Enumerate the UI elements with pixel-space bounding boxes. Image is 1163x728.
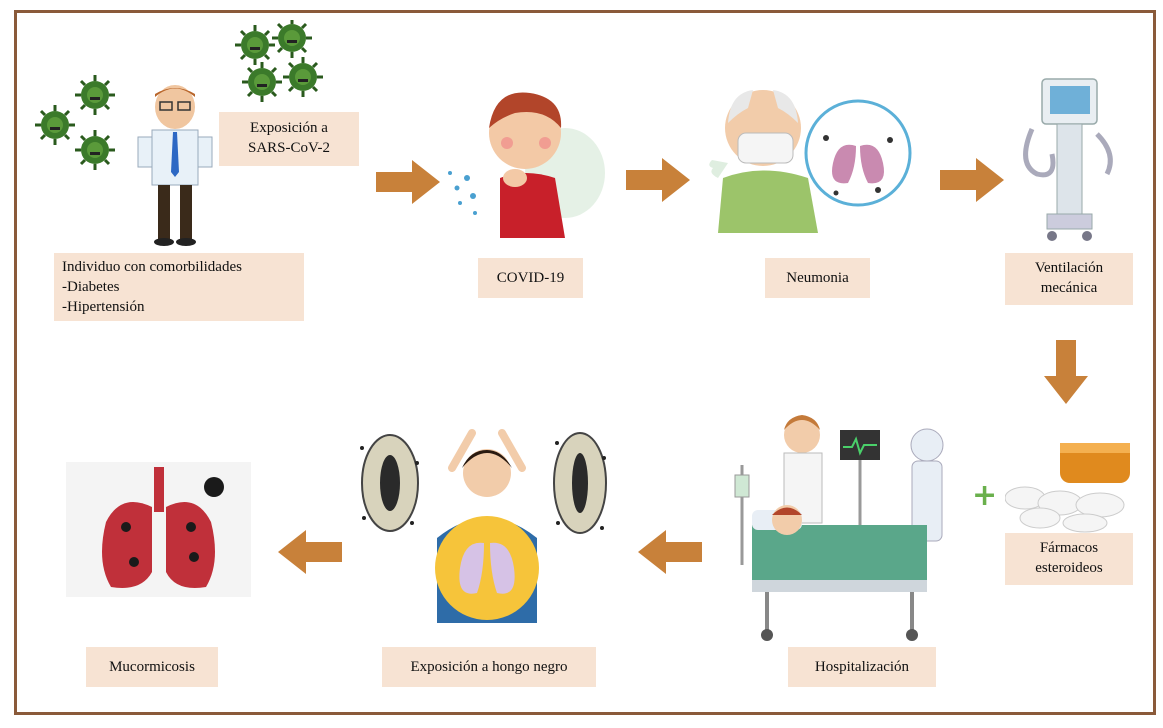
exposure-label-line-1: Exposición a (250, 120, 328, 136)
pneumonia-patient-illustration (709, 90, 912, 233)
diagram-frame (14, 10, 1156, 715)
individual-label-line-2: -Diabetes (62, 279, 120, 295)
hospital-bed-illustration (734, 415, 944, 641)
man-illustration (137, 85, 213, 246)
ventilation-label: Ventilación mecánica (1005, 253, 1133, 305)
mucormycosis-label: Mucormicosis (86, 647, 218, 687)
covid-label: COVID-19 (478, 258, 583, 298)
arrow-down (1044, 340, 1088, 404)
steroids-label: Fármacos esteroideos (1005, 533, 1133, 585)
ventilation-label-line-1: Ventilación (1034, 260, 1104, 276)
exposure-label: Exposición a SARS-CoV-2 (219, 112, 359, 166)
hospitalization-label: Hospitalización (788, 647, 936, 687)
black-fungus-exposure-illustration (360, 429, 607, 623)
black-fungus-label-text: Exposición a hongo negro (410, 659, 568, 675)
arrow-right-3 (940, 158, 1004, 202)
ventilator-illustration (1023, 78, 1113, 241)
steroids-label-line-1: Fármacos (1039, 540, 1099, 556)
pneumonia-label-text: Neumonia (786, 270, 849, 286)
covid-label-text: COVID-19 (496, 270, 565, 286)
exposure-label-line-2: SARS-CoV-2 (248, 140, 330, 156)
arrow-right-1 (376, 160, 440, 204)
arrow-left-2 (278, 530, 342, 574)
hospitalization-label-text: Hospitalización (814, 659, 910, 675)
individual-label: Individuo con comorbilidades -Diabetes -… (54, 253, 304, 321)
plus-symbol: + (972, 478, 998, 513)
steroid-pills-illustration (1005, 443, 1130, 533)
individual-label-line-3: -Hipertensión (62, 299, 145, 315)
black-fungus-label: Exposición a hongo negro (382, 647, 596, 687)
arrow-right-2 (626, 158, 690, 202)
steroids-label-line-2: esteroideos (1035, 560, 1103, 576)
ventilation-label-line-2: mecánica (1040, 280, 1098, 296)
mucormycosis-label-text: Mucormicosis (109, 659, 195, 675)
coughing-child-illustration (448, 92, 605, 238)
arrow-left-1 (638, 530, 702, 574)
infected-lungs-illustration (66, 462, 251, 597)
pneumonia-label: Neumonia (765, 258, 870, 298)
individual-label-line-1: Individuo con comorbilidades (62, 259, 242, 275)
